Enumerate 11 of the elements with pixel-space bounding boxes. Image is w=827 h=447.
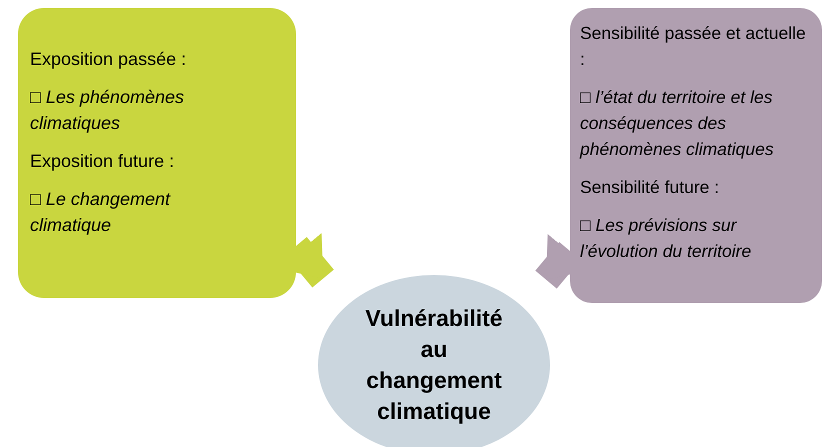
node-text: Sensibilité passée et actuelle : bbox=[580, 22, 806, 71]
node-text: □ Le changement climatique bbox=[30, 188, 172, 237]
node-text: Exposition passée : bbox=[30, 48, 188, 71]
text-box bbox=[570, 8, 822, 303]
node-text: Vulnérabilité au changement climatique bbox=[365, 304, 503, 426]
node-text: □ Les phénomènes climatiques bbox=[30, 86, 185, 135]
node-text: Exposition future : bbox=[30, 150, 176, 173]
node-text: □ Les prévisions sur l’évolution du territoire bbox=[580, 214, 752, 263]
node-text: □ l’état du territoire et les conséquences des phénomènes climatiques bbox=[580, 86, 775, 161]
text-box bbox=[18, 8, 296, 298]
node-text: Sensibilité future : bbox=[580, 176, 720, 199]
